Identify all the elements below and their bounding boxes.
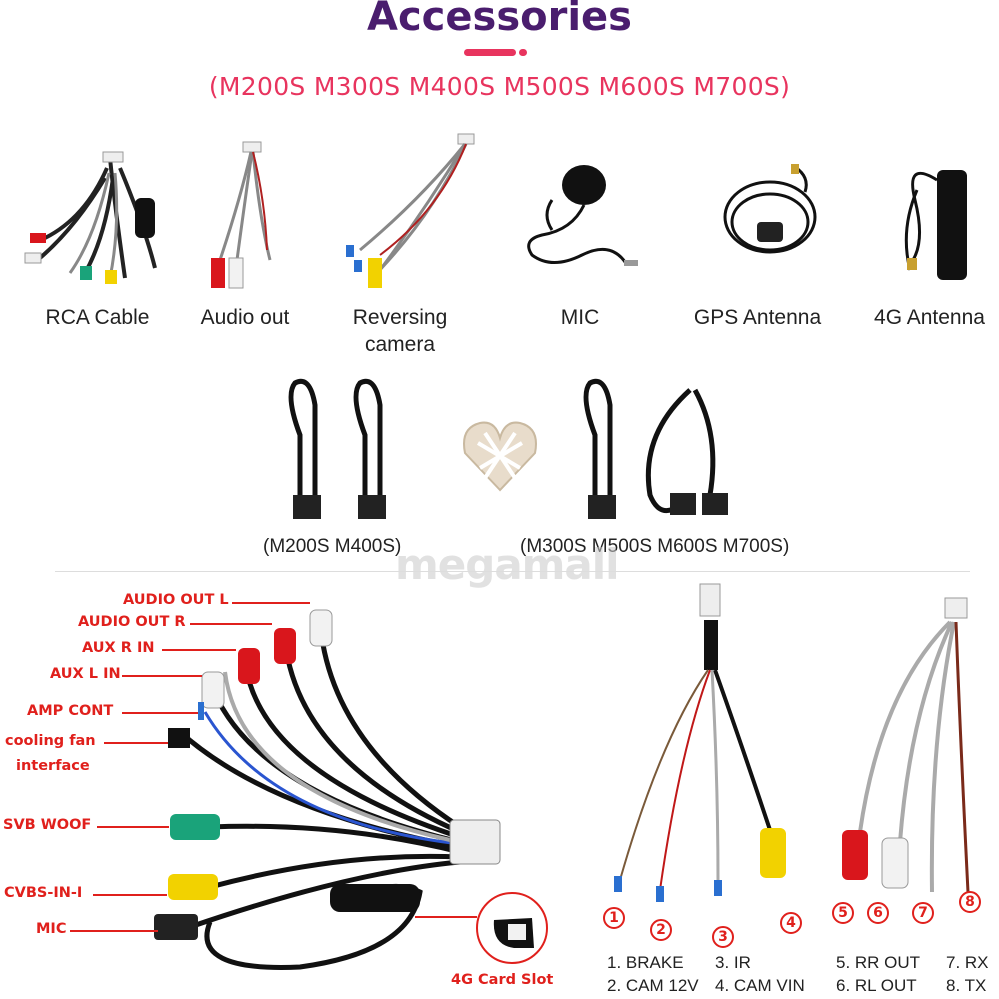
- rca-harness-icon: [154, 609, 501, 970]
- label-4g-antenna: 4G Antenna: [874, 306, 985, 329]
- rca-harness-image: [150, 592, 590, 992]
- usb-cables-right-image: [570, 375, 740, 525]
- model-subtitle: (M200S M300S M400S M500S M600S M700S): [208, 72, 791, 101]
- legend-rr-out: 5. RR OUT: [836, 953, 921, 972]
- title-underline-dot: [519, 49, 527, 56]
- rca-cable-image: [15, 148, 165, 288]
- callout-4g-card-slot: 4G Card Slot: [451, 972, 554, 988]
- legend-rx: 7. RX: [946, 953, 989, 972]
- brand-logo: [460, 418, 540, 493]
- audio-out-image: [195, 140, 285, 300]
- callout-audio-out-r: AUDIO OUT R: [78, 614, 186, 630]
- callout-interface: interface: [16, 758, 90, 774]
- callout-mic: MIC: [36, 921, 67, 937]
- label-mic: MIC: [560, 306, 600, 329]
- label-gps-antenna: GPS Antenna: [693, 306, 822, 329]
- callout-line-aux-r-in: [162, 649, 236, 651]
- page-title: Accessories: [367, 0, 632, 40]
- usb-models-left: (M200S M400S): [263, 536, 402, 557]
- callout-aux-r-in: AUX R IN: [82, 640, 155, 656]
- legend-ir: 3. IR: [715, 953, 751, 972]
- 4g-card-slot-inset: [474, 890, 550, 966]
- watermark: megamall: [395, 540, 620, 589]
- badge-7: 7: [912, 902, 934, 924]
- title-underline: [464, 49, 516, 56]
- callout-aux-l-in: AUX L IN: [50, 666, 121, 682]
- usb-cable-dual-icon: [583, 378, 728, 519]
- mic-image: [512, 160, 642, 280]
- callout-amp-cont: AMP CONT: [27, 703, 114, 719]
- reversing-camera-cable-icon: [346, 133, 475, 288]
- mic-icon: [527, 165, 638, 266]
- legend-cam-vin: 4. CAM VIN: [715, 976, 805, 995]
- 4g-antenna-icon: [904, 170, 967, 280]
- reversing-camera-image: [340, 130, 480, 300]
- callout-line-aux-l-in: [122, 675, 202, 677]
- 4g-antenna-image: [895, 150, 975, 285]
- legend-brake: 1. BRAKE: [607, 953, 684, 972]
- legend-tx: 8. TX: [946, 976, 987, 995]
- knot-logo-icon: [463, 421, 537, 492]
- label-rca-cable: RCA Cable: [45, 306, 150, 329]
- usb-cable-icon: [288, 378, 386, 519]
- badge-5: 5: [832, 902, 854, 924]
- legend-rl-out: 6. RL OUT: [836, 976, 917, 995]
- audio-out-cable-icon: [211, 141, 272, 289]
- badge-8: 8: [959, 891, 981, 913]
- gps-antenna-image: [715, 162, 825, 282]
- gps-antenna-icon: [723, 164, 817, 254]
- callout-cvbs-in: CVBS-IN-I: [4, 885, 83, 901]
- callout-svb-woof: SVB WOOF: [3, 817, 92, 833]
- rca-cable-icon: [24, 151, 157, 284]
- callout-line-mic: [70, 930, 158, 932]
- badge-4: 4: [780, 912, 802, 934]
- callout-audio-out-l: AUDIO OUT L: [123, 592, 229, 608]
- badge-1: 1: [603, 907, 625, 929]
- sim-slot-icon: [476, 892, 548, 964]
- callout-line-audio-out-l: [232, 602, 310, 604]
- label-reversing-camera: Reversing camera: [352, 306, 448, 356]
- callout-cooling-fan: cooling fan: [5, 733, 96, 749]
- label-audio-out: Audio out: [200, 306, 290, 329]
- callout-line-audio-out-r: [190, 623, 272, 625]
- badge-3: 3: [712, 926, 734, 948]
- section-divider: [55, 571, 970, 572]
- rxtx-harness-image: [820, 592, 990, 912]
- callout-line-4g-slot: [415, 916, 477, 918]
- callout-line-svb-woof: [97, 826, 169, 828]
- camera-harness-icon: [614, 583, 786, 902]
- legend-cam-12v: 2. CAM 12V: [607, 976, 699, 995]
- badge-2: 2: [650, 919, 672, 941]
- callout-line-cvbs-in: [93, 894, 167, 896]
- rxtx-harness-icon: [842, 597, 970, 893]
- usb-models-right: (M300S M500S M600S M700S): [520, 536, 790, 557]
- usb-cables-left-image: [275, 375, 405, 525]
- callout-line-amp-cont: [122, 712, 198, 714]
- badge-6: 6: [867, 902, 889, 924]
- camera-harness-image: [600, 580, 810, 910]
- callout-line-cooling-fan: [104, 742, 168, 744]
